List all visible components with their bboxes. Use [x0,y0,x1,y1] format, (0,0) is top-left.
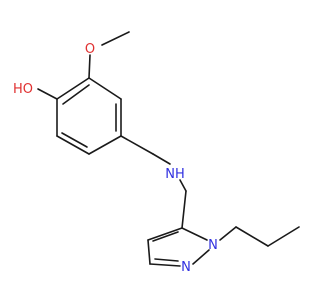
bond-ring-c5-c6 [56,135,90,155]
bond-ring-c2-c3 [88,77,122,100]
bond-ch2-nh [152,153,171,165]
atom-amine: NH [165,167,185,182]
bond-ring-c1-c2 [56,77,90,100]
bond-ring-c4-c5 [88,135,122,155]
bond-methyl-o [101,31,130,46]
atom-labels: O HO NH N N [13,42,218,275]
atom-methoxy-o: O [85,42,95,57]
bond-pz-n1-n2 [192,249,210,265]
bond-pz-c5-n1 [181,227,208,241]
bond-n1-propyl-1 [219,226,237,241]
molecule-canvas: O HO NH N N [12,31,300,275]
atom-pyrazole-n2: N [181,260,191,275]
bonds [37,31,300,267]
bond-ring-inner-3 [61,132,88,148]
bond-pz-n2-c3 [149,263,181,267]
bond-ring-inner-2 [62,84,90,105]
bond-o-ring [88,54,91,79]
bond-pz-c4-c5 [147,227,183,241]
bond-pz-c3-c4 [147,239,151,265]
structure-diagram: O HO NH N N [13,31,300,275]
bond-nh-ch2 [179,179,187,192]
bond-pz-inner-1 [154,258,179,262]
bond-pz-inner-2 [152,231,179,242]
bond-propyl-1-2 [235,226,269,247]
atom-hydroxy: HO [13,82,33,97]
bond-ring-ch2 [120,135,154,155]
bond-ch2-pyrazole [181,190,187,229]
bond-propyl-2-3 [267,226,300,247]
atom-pyrazole-n1: N [208,238,218,253]
bond-hydroxy-ring [37,88,58,100]
